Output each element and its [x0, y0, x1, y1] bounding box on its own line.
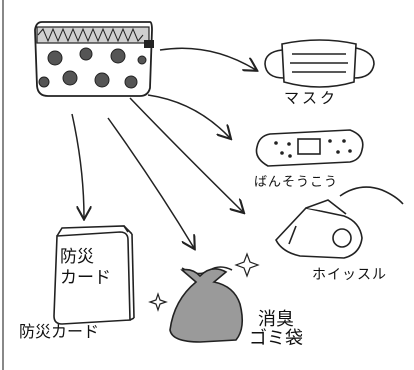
- arrow-to-whistle: [129, 97, 243, 212]
- label-card-caption: 防災カード: [19, 322, 100, 341]
- mask-icon: [264, 39, 375, 88]
- label-card-line-2: カード: [60, 268, 111, 289]
- disaster-card-icon: [53, 225, 135, 325]
- label-bandage: ばんそうこう: [254, 175, 339, 190]
- pouch-icon: [34, 21, 154, 97]
- label-whistle: ホイッスル: [312, 267, 387, 283]
- garbage-bag-icon: [148, 252, 260, 343]
- whistle-icon: [275, 186, 404, 259]
- label-garbage-line-1: 消臭: [258, 309, 294, 330]
- arrow-to-card: [71, 113, 84, 218]
- label-card-inner: 防災 カード: [60, 247, 111, 290]
- label-garbage-line-2: ゴミ袋: [249, 327, 303, 349]
- label-card-line-1: 防災: [60, 247, 94, 267]
- label-mask: マスク: [284, 89, 339, 107]
- arrow-to-mask: [159, 47, 256, 70]
- bandage-icon: [255, 129, 364, 167]
- label-garbage-bag: 消臭 ゴミ袋: [246, 309, 306, 349]
- arrow-to-bandage: [147, 94, 230, 138]
- arrow-to-garbage: [107, 117, 194, 248]
